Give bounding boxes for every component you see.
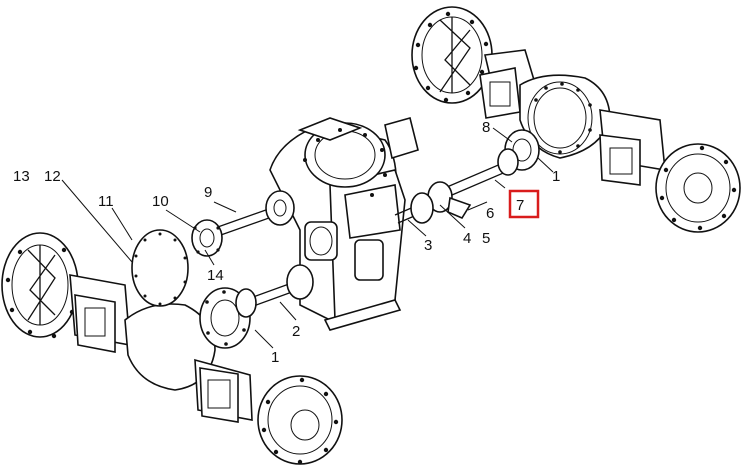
callout-2: 2 [292,323,300,340]
callout-1-front: 1 [271,349,279,366]
callout-3: 3 [424,237,432,254]
callouts: 1 1 2 3 4 5 6 7 8 9 10 11 12 13 14 [13,119,560,366]
front-axle [1,232,343,465]
front-axle-right-bracket [199,367,239,423]
propshaft-to-rear-axle [427,148,519,213]
highlight-box [508,189,540,219]
front-axle-right-hub [257,375,343,465]
rear-axle [411,6,741,233]
callout-13: 13 [13,168,30,185]
propshaft-front-lower [235,264,314,318]
callout-9: 9 [204,184,212,201]
center-support-bearing [447,196,472,220]
short-propshaft [394,192,434,224]
leader-lines [61,127,554,349]
callout-8: 8 [482,119,490,136]
callout-12: 12 [44,168,61,185]
callout-6: 6 [486,205,494,222]
front-axle-left-bracket [74,294,116,353]
transfer-gearbox [269,117,419,331]
rear-axle-left-bracket [479,67,521,119]
callout-5: 5 [482,230,490,247]
rear-axle-left-hub [411,6,493,104]
callout-10: 10 [152,193,169,210]
propshaft-front-upper [214,190,295,237]
callout-7: 7 [516,197,524,214]
callout-11: 11 [98,193,114,210]
callout-1-rear: 1 [552,168,560,185]
cover-plate [131,229,189,307]
rear-axle-differential-housing [519,74,611,159]
rear-axle-right-bracket [599,134,641,186]
callout-4: 4 [463,230,471,247]
callout-14: 14 [207,267,224,284]
front-axle-left-hub [1,232,79,339]
companion-flange [191,219,223,257]
rear-axle-right-hub [655,143,741,233]
gearbox-mounting-bracket [323,299,402,331]
